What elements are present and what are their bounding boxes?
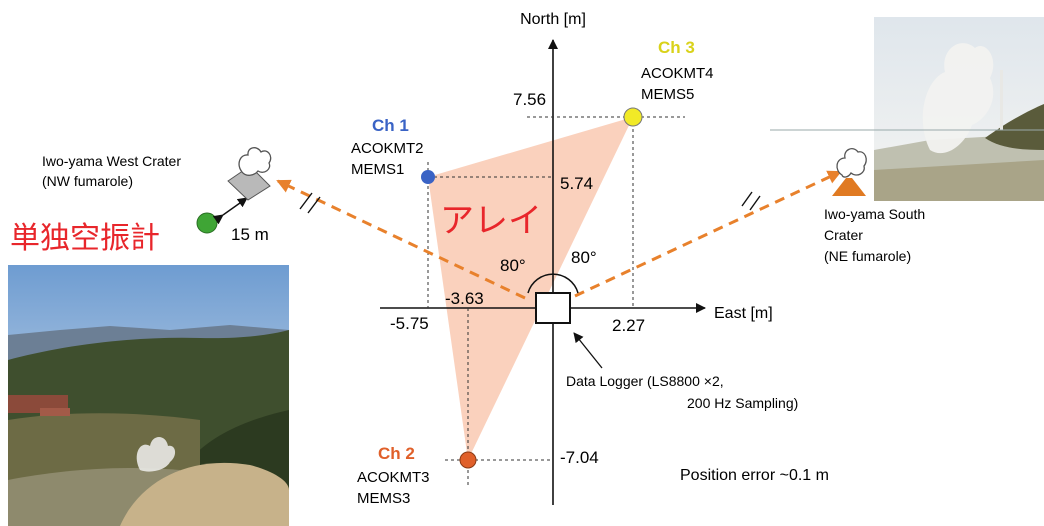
- ch3-name: Ch 3: [658, 38, 695, 57]
- fumarole-photo: [874, 17, 1044, 201]
- logger-line1: Data Logger (LS8800 ×2,: [566, 373, 724, 389]
- east-axis-label: East [m]: [714, 305, 773, 322]
- ch2-sensor2: MEMS3: [357, 490, 410, 507]
- tick-y-top: 7.56: [513, 90, 546, 109]
- tick-x-left: -5.75: [390, 314, 429, 333]
- tick-x-mid-left: -3.63: [445, 289, 484, 308]
- single-sensor-marker: [196, 212, 218, 234]
- distance-arrow: [212, 197, 248, 225]
- south-crater-icon: [832, 148, 867, 196]
- array-label: アレイ: [440, 201, 542, 241]
- south-crater-line2: Crater: [824, 227, 863, 243]
- ch2-sensor1: ACOKMT3: [357, 469, 430, 486]
- single-sensor-label: 単独空振計: [10, 221, 160, 256]
- ch1-sensor1: ACOKMT2: [351, 140, 424, 157]
- break-mark-right: [741, 191, 761, 211]
- ch2-name: Ch 2: [378, 444, 415, 463]
- landscape-photo: [8, 265, 289, 526]
- ch3-sensor2: MEMS5: [641, 86, 694, 103]
- angle-right-label: 80°: [571, 248, 597, 267]
- ch1-name: Ch 1: [372, 116, 409, 135]
- ch3-sensor1: ACOKMT4: [641, 65, 714, 82]
- south-crater-line1: Iwo-yama South: [824, 206, 925, 222]
- data-logger-pointer: [573, 332, 603, 369]
- angle-left-label: 80°: [500, 256, 526, 275]
- west-crater-line2: (NW fumarole): [42, 173, 133, 189]
- west-crater-arrow: [276, 179, 526, 300]
- angle-arc: [527, 273, 579, 294]
- ch1-marker: [421, 170, 435, 184]
- tick-x-right: 2.27: [612, 316, 645, 335]
- data-logger-box: [535, 292, 571, 324]
- logger-line2: 200 Hz Sampling): [687, 395, 798, 411]
- break-mark-left: [299, 192, 321, 214]
- tick-y-bottom: -7.04: [560, 448, 599, 467]
- ch2-marker: [459, 451, 477, 469]
- tick-y-mid: 5.74: [560, 174, 593, 193]
- position-error-label: Position error ~0.1 m: [680, 467, 829, 484]
- south-crater-line3: (NE fumarole): [824, 248, 911, 264]
- distance-label: 15 m: [231, 225, 269, 244]
- west-crater-line1: Iwo-yama West Crater: [42, 153, 181, 169]
- ch3-marker: [623, 107, 643, 127]
- west-crater-icon: [227, 147, 272, 201]
- south-crater-arrow: [574, 170, 842, 298]
- north-axis-label: North [m]: [520, 11, 586, 28]
- ch1-sensor2: MEMS1: [351, 161, 404, 178]
